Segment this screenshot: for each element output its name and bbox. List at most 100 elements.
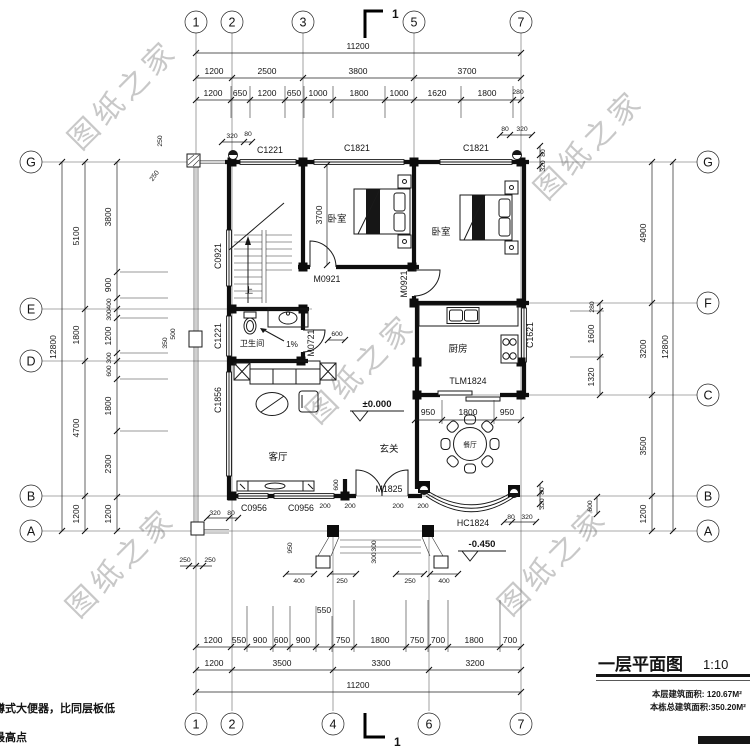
dim-label: 5100 [71, 226, 81, 245]
window-c0921 [226, 229, 232, 287]
armchair-icon [298, 390, 319, 413]
dim-label: 1200 [71, 504, 81, 523]
dim-label: 1800 [103, 396, 113, 415]
dim-label: 2300 [103, 454, 113, 473]
dim-label: 200 [344, 503, 356, 510]
watermark-text: 图纸之家 [528, 84, 650, 206]
grid-bubble-label: G [703, 156, 713, 170]
dim-label: 900 [296, 635, 310, 645]
area-line-2: 本栋总建筑面积:350.20M² [649, 702, 746, 712]
dim-label: 200 [417, 503, 429, 510]
dim-label: 320 [209, 510, 221, 517]
dim-label: 1000 [390, 88, 409, 98]
dim-label: 280 [589, 301, 596, 313]
dim-label: 1200 [204, 635, 223, 645]
dim-label: 300 [371, 540, 378, 552]
window-c1221-left [226, 315, 232, 357]
room-label-dining: 餐厅 [463, 440, 477, 449]
dim-label: 320 [540, 160, 547, 172]
dim-label: 500 [170, 328, 177, 340]
dim-label: 80 [501, 126, 509, 133]
dim-label: 650 [233, 88, 247, 98]
dim-label: 950 [421, 407, 435, 417]
dim-label: 3200 [466, 658, 485, 668]
dim-label: 250 [404, 578, 416, 585]
dim-label: 600 [274, 635, 288, 645]
dim-label: 4900 [638, 223, 648, 242]
doors [302, 240, 501, 497]
end-table-icon [233, 362, 337, 381]
tv-cabinet-icon [236, 480, 315, 492]
level-entry-label: -0.450 [469, 539, 496, 550]
kitchen-sink-icon [446, 307, 480, 324]
dim-label: 1800 [465, 635, 484, 645]
dim-label: 3300 [372, 658, 391, 668]
window-tag: C1821 [344, 143, 370, 153]
dim-label: 3500 [638, 436, 648, 455]
grid-bubble-label: F [704, 297, 712, 311]
stairs-up-label: 上 [245, 286, 253, 295]
grid-bubble-label: G [26, 156, 36, 170]
grid-bubble-left: G E D B A [19, 150, 43, 543]
dim-label: 3200 [638, 339, 648, 358]
window-c0956-b [273, 493, 335, 499]
note-line-1: 蹲式大便器，比同层板低 [0, 701, 115, 715]
window-c0956-a [237, 493, 269, 499]
room-label-living: 客厅 [268, 451, 288, 463]
door-m0921-bedroom1 [309, 240, 337, 268]
dim-label: 11200 [346, 41, 369, 51]
door-tag: M0921 [399, 270, 409, 297]
dim-label: 12800 [660, 335, 670, 359]
opening-tags: C1221 C1821 C1821 C0921 C1221 C1856 C162… [213, 143, 535, 528]
dim-label: 600 [587, 500, 594, 512]
grid-bubble-label: 1 [193, 16, 200, 30]
dim-label: 320 [521, 514, 533, 521]
window-tag: C0921 [213, 243, 223, 269]
window-c1821-b [439, 159, 513, 165]
door-tlm1824-sliding [437, 390, 501, 402]
dining-table-icon: 餐厅 [440, 414, 500, 474]
dim-label: 1800 [459, 407, 478, 417]
door-tag: TLM1824 [449, 376, 486, 386]
dim-label: 400 [293, 578, 305, 585]
dim-label: 300 [106, 309, 113, 321]
dim-label: 200 [319, 503, 331, 510]
area-line-1: 本层建筑面积: 120.67M² [651, 689, 742, 699]
dim-label: 3800 [349, 66, 368, 76]
column-marker-icon [228, 150, 522, 498]
dim-label: 1800 [350, 88, 369, 98]
dim-label: 300 [106, 352, 113, 364]
dim-label: 650 [287, 88, 301, 98]
dim-label: 320 [226, 133, 238, 140]
window-tag: HC1824 [457, 518, 489, 528]
dim-label: 1620 [428, 88, 447, 98]
room-label-kitchen: 厨房 [448, 343, 467, 355]
watermark-text: 图纸之家 [62, 34, 184, 156]
room-label-bedroom: 卧室 [431, 226, 450, 238]
window-tag: C1621 [525, 322, 535, 348]
dim-label: 300 [371, 552, 378, 564]
door-m0921-bedroom2 [413, 269, 441, 297]
grid-bubble-label: 1 [193, 718, 200, 732]
dim-label: 250 [149, 169, 161, 182]
section-number: 1 [392, 7, 399, 21]
bed-bedroom1 [353, 174, 412, 249]
dim-label: 11200 [346, 680, 369, 690]
dims-right: 12800 4900 3200 3500 1200 280 1600 1320 … [570, 158, 677, 535]
dim-label: 320 [516, 126, 528, 133]
dim-label: 700 [503, 635, 517, 645]
dim-label: 1200 [204, 88, 223, 98]
window-tag: C0956 [241, 503, 267, 513]
dim-label: 350 [162, 337, 169, 349]
grid-bubble-label: 5 [411, 16, 418, 30]
dims-small: 320 80 80 320 80 320 80 320 80 320 320 8… [149, 126, 547, 585]
dim-label: 2500 [258, 66, 277, 76]
grid-bubble-label: 7 [518, 16, 525, 30]
columns [227, 150, 526, 537]
dim-label: 12800 [48, 335, 58, 359]
living-furniture [233, 360, 337, 492]
dim-label: 400 [106, 298, 113, 310]
dim-label: 900 [103, 278, 113, 292]
dim-label: 80 [244, 131, 252, 138]
